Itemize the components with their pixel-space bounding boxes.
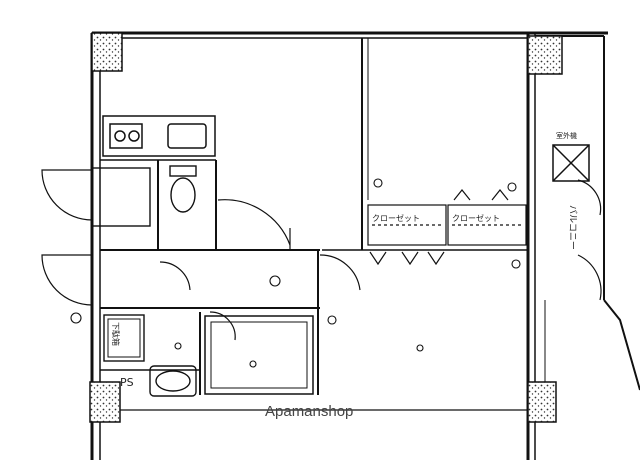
closet-2 <box>447 204 527 246</box>
balcony-label: バルコニー <box>567 205 578 250</box>
aircon-label: 室外機 <box>556 131 577 140</box>
watermark: Apamanshop <box>265 403 353 420</box>
kitchen-counter <box>102 115 216 157</box>
shoe-label: 下駄箱 <box>111 322 121 346</box>
fixture-symbols <box>70 178 521 368</box>
ps-label: PS <box>120 376 134 389</box>
interior-walls <box>100 38 528 395</box>
bathtub <box>204 315 314 395</box>
toilet <box>169 165 197 213</box>
shoe-box <box>91 167 151 227</box>
balcony-outline <box>535 35 640 420</box>
closet-1 <box>367 204 447 246</box>
washbasin <box>149 365 197 397</box>
door-swings <box>41 169 602 341</box>
outer-walls <box>90 31 608 460</box>
aircon-unit <box>552 144 590 182</box>
washer-pan <box>103 314 145 362</box>
closet-door-marks <box>369 189 509 266</box>
closet-2-label: クローゼット <box>452 213 500 223</box>
structural-columns <box>89 32 563 423</box>
closet-1-label: クローゼット <box>372 213 420 223</box>
